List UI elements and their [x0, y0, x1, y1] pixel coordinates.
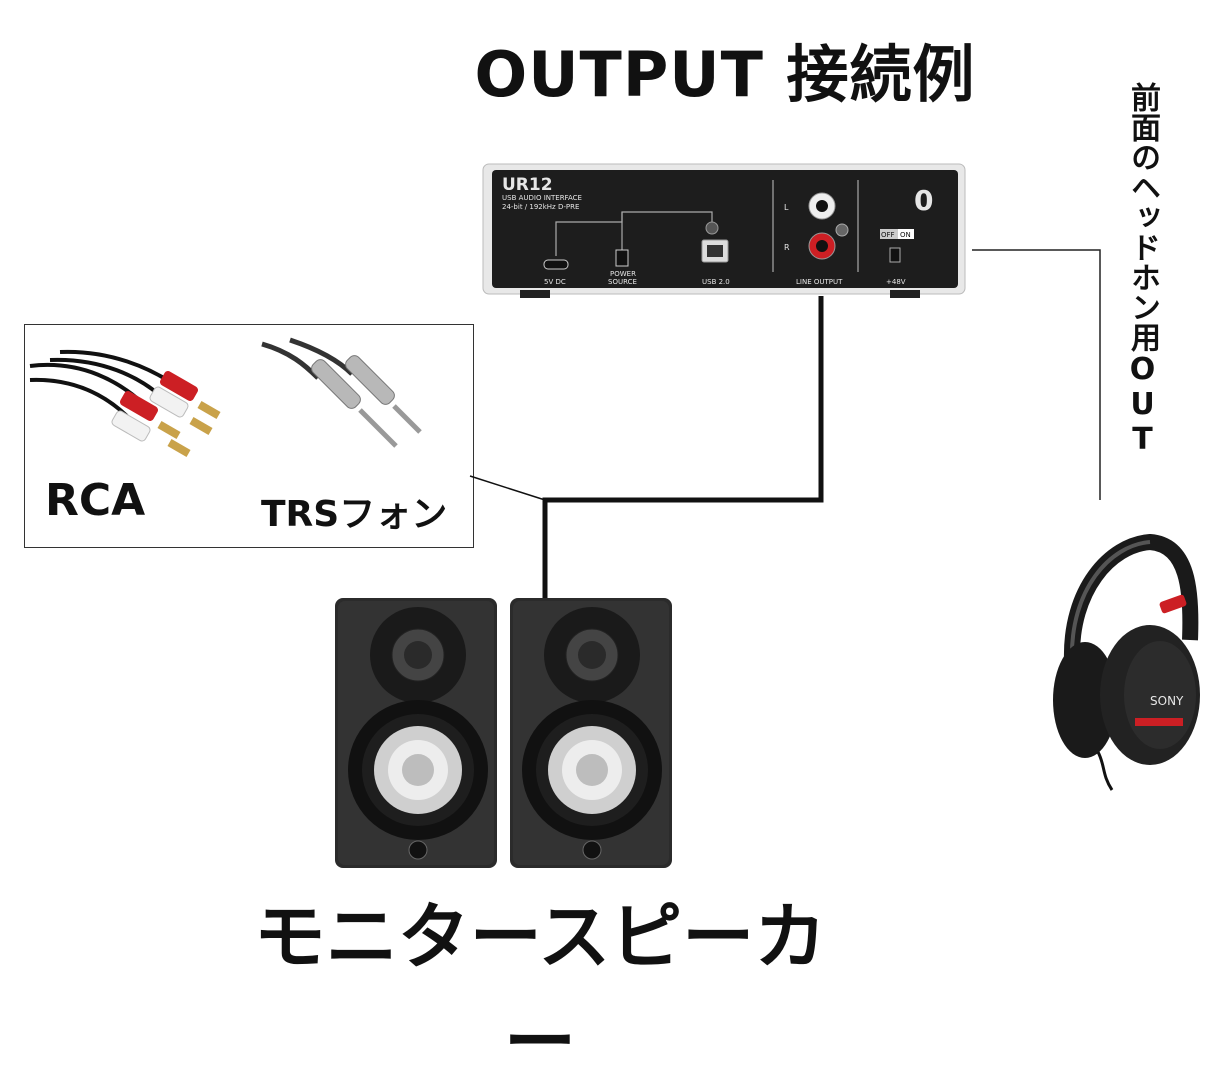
source-label: SOURCE [608, 278, 637, 286]
line-out-cable [542, 296, 824, 600]
dc-port-label: 5V DC [544, 278, 566, 286]
monitor-speaker-left [335, 598, 497, 868]
interface-model: UR12 [502, 175, 553, 195]
power-label: POWER [610, 270, 636, 278]
headphone-pointer-line [972, 249, 1101, 500]
diagram-title: OUTPUT 接続例 [474, 38, 976, 111]
cable-types-box: RCA TRSフォン [24, 324, 474, 548]
knob-indicator: 0 [914, 184, 933, 217]
headphone-brand: SONY [1150, 694, 1184, 708]
left-label: L [784, 203, 789, 212]
right-label: R [784, 243, 790, 252]
switch-off-label: OFF [881, 231, 895, 239]
rca-label: RCA [45, 475, 146, 526]
trs-cable-icon [261, 337, 422, 448]
headphones: SONY [1053, 533, 1200, 791]
audio-interface: UR12 USB AUDIO INTERFACE 24-bit / 192kHz… [482, 163, 966, 298]
cable-lines [469, 249, 1101, 600]
connection-diagram: UR12 USB AUDIO INTERFACE 24-bit / 192kHz… [29, 163, 1200, 868]
monitor-speaker-right [510, 598, 672, 868]
interface-line2: 24-bit / 192kHz D-PRE [502, 203, 579, 211]
usb-label: USB 2.0 [702, 278, 730, 286]
trs-label: TRSフォン [261, 494, 448, 535]
speaker-caption: モニタースピーカー [253, 895, 827, 1084]
switch-on-label: ON [900, 231, 911, 239]
interface-line1: USB AUDIO INTERFACE [502, 194, 582, 202]
line-output-label: LINE OUTPUT [796, 278, 843, 286]
headphone-out-label: 前面のヘッドホン用OUT [1125, 82, 1160, 457]
rca-cable-icon [29, 349, 221, 457]
cable-pointer-line [469, 475, 546, 501]
phantom-label: +48V [886, 278, 906, 286]
